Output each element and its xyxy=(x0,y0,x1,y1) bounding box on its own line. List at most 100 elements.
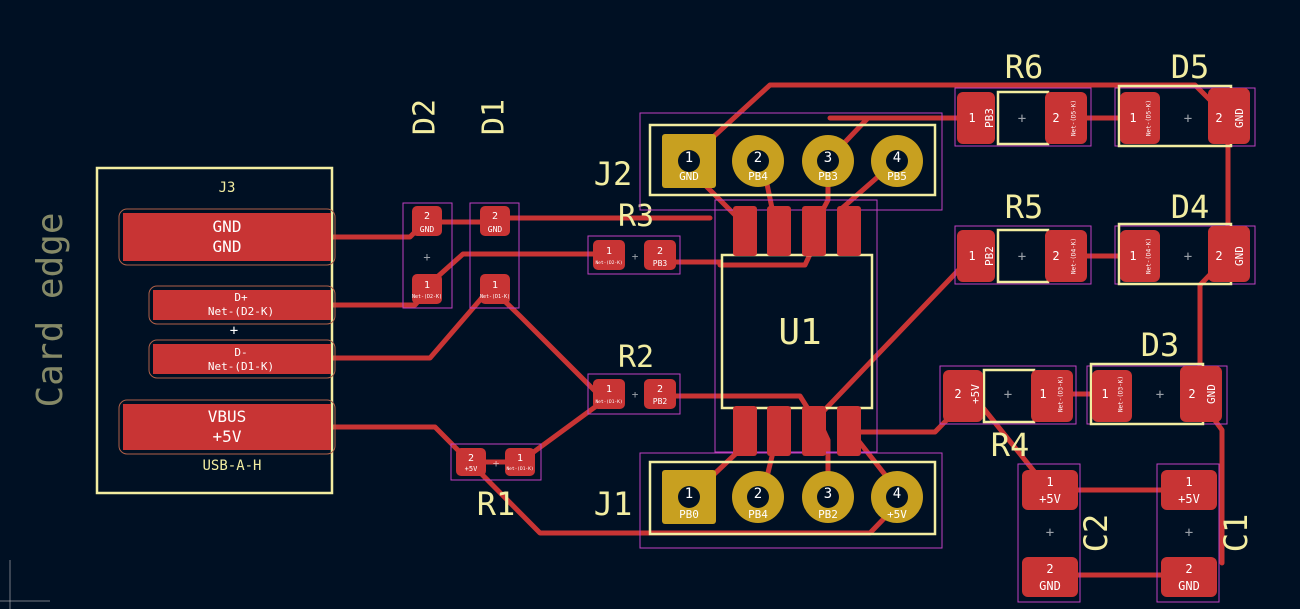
u1-ref: U1 xyxy=(778,312,821,353)
j3-ref: J3 xyxy=(219,180,236,196)
u1-pin-8[interactable] xyxy=(733,206,757,256)
r6-pad2-net: Net-(D5-K) xyxy=(1071,100,1078,136)
r4-marker: + xyxy=(1004,387,1012,403)
c2-ref: C2 xyxy=(1077,514,1115,553)
j2-pin-4[interactable]: 4 PB5 xyxy=(871,135,923,187)
d5-ref: D5 xyxy=(1171,48,1210,86)
c2-pad2-num: 2 xyxy=(1046,562,1053,576)
u1-pin-3[interactable] xyxy=(802,406,826,456)
c1-pad2-net: GND xyxy=(1178,579,1200,593)
header-j1[interactable]: J1 1 PB0 2 PB4 3 PB2 4 +5V xyxy=(594,452,943,549)
j1-pin2-num: 2 xyxy=(754,486,762,502)
j1-pin-1[interactable]: 1 PB0 xyxy=(662,470,716,524)
c1-pad2-num: 2 xyxy=(1185,562,1192,576)
j3-value: USB-A-H xyxy=(202,458,261,474)
j3-pad-vbus-line1: VBUS xyxy=(208,407,247,426)
c1-ref: C1 xyxy=(1217,514,1255,553)
u1-pin-2[interactable] xyxy=(767,406,791,456)
j1-pin-2[interactable]: 2 PB4 xyxy=(732,471,784,523)
r6-pad2-num: 2 xyxy=(1052,111,1059,125)
resistor-r5[interactable]: R5 1 PB2 + 2 Net-(D4-K) xyxy=(954,188,1092,285)
r3-ref: R3 xyxy=(618,199,654,234)
d4-ref: D4 xyxy=(1171,188,1210,226)
j2-pin3-net: PB3 xyxy=(818,170,838,183)
j1-pin-4[interactable]: 4 +5V xyxy=(871,471,923,523)
diode-d4[interactable]: D4 1 Net-(D4-K) + 2 GND xyxy=(1114,188,1256,286)
diode-d5[interactable]: D5 1 Net-(D5-K) + 2 GND xyxy=(1114,48,1256,148)
d4-marker: + xyxy=(1184,249,1192,265)
capacitor-c2[interactable]: C2 1 +5V + 2 GND xyxy=(1017,463,1115,603)
d1-pad1-num: 1 xyxy=(492,280,498,291)
r5-ref: R5 xyxy=(1005,188,1044,226)
d4-pad2-net: GND xyxy=(1233,246,1246,266)
d5-pad1-num: 1 xyxy=(1129,111,1136,125)
r6-pad1-net: PB3 xyxy=(983,108,996,128)
d2-ref: D2 xyxy=(408,99,443,135)
origin-crosshair-icon xyxy=(0,560,50,609)
j3-pad-dminus-line2: Net-(D1-K) xyxy=(208,360,274,373)
j2-pin-3[interactable]: 3 PB3 xyxy=(802,135,854,187)
d5-pad2-net: GND xyxy=(1233,108,1246,128)
ic-u1[interactable]: U1 xyxy=(714,199,878,456)
j3-center-marker: + xyxy=(230,323,238,339)
c2-pad2-net: GND xyxy=(1039,579,1061,593)
r1-pad1-num: 1 xyxy=(517,453,523,464)
resistor-r6[interactable]: R6 1 PB3 + 2 Net-(D5-K) xyxy=(954,48,1092,147)
resistor-r4[interactable]: R4 2 +5V + 1 Net-(D3-K) xyxy=(939,365,1077,464)
r2-pad1-net: Net-(D1-K) xyxy=(595,399,622,405)
r4-ref: R4 xyxy=(991,426,1030,464)
u1-pin-1[interactable] xyxy=(733,406,757,456)
d5-pad2-num: 2 xyxy=(1215,111,1222,125)
r5-pad1-net: PB2 xyxy=(983,246,996,266)
d2-pad1-net: Net-(D2-K) xyxy=(412,294,442,300)
d1-pad2-net: GND xyxy=(488,225,503,234)
j2-pin1-net: GND xyxy=(679,170,699,183)
d3-ref: D3 xyxy=(1141,326,1180,364)
j3-pad-dplus-line1: D+ xyxy=(234,291,248,304)
header-j2[interactable]: J2 1 GND 2 PB4 3 PB3 4 PB5 xyxy=(594,112,943,211)
r5-pad1-num: 1 xyxy=(968,249,975,263)
diode-d1[interactable]: D1 2 GND 1 Net-(D1-K) xyxy=(469,99,520,309)
r2-pad2-net: PB2 xyxy=(653,397,668,406)
u1-pin-4[interactable] xyxy=(837,406,861,456)
diode-d3[interactable]: D3 1 Net-(D3-K) + 2 GND xyxy=(1086,326,1228,426)
d4-pad2-num: 2 xyxy=(1215,249,1222,263)
j2-pin-2[interactable]: 2 PB4 xyxy=(732,135,784,187)
j3-pad-gnd[interactable]: GND GND xyxy=(118,208,336,266)
r4-pad2-net: +5V xyxy=(969,384,982,404)
capacitor-c1[interactable]: C1 1 +5V + 2 GND xyxy=(1156,463,1255,603)
j1-pin3-num: 3 xyxy=(824,486,832,502)
r5-pad2-net: Net-(D4-K) xyxy=(1071,238,1078,274)
j3-pad-dminus[interactable]: D- Net-(D1-K) xyxy=(148,339,336,379)
diode-d2[interactable]: D2 2 GND + 1 Net-(D2-K) xyxy=(402,99,453,309)
d3-marker: + xyxy=(1156,387,1164,403)
u1-pin-5[interactable] xyxy=(837,206,861,256)
r4-pad1-net: Net-(D3-K) xyxy=(1058,376,1065,412)
j3-pad-vbus-line2: +5V xyxy=(213,427,242,446)
resistor-r1[interactable]: R1 2 +5V + 1 Net-(D1-K) xyxy=(450,443,542,523)
j1-pin-3[interactable]: 3 PB2 xyxy=(802,471,854,523)
c1-pad1-net: +5V xyxy=(1178,492,1200,506)
j3-pad-dplus[interactable]: D+ Net-(D2-K) xyxy=(148,285,336,325)
card-edge-label: Card edge xyxy=(30,212,71,407)
j1-pin4-num: 4 xyxy=(893,486,901,502)
d3-pad1-num: 1 xyxy=(1101,387,1108,401)
j2-pin-1[interactable]: 1 GND xyxy=(662,134,716,188)
r2-ref: R2 xyxy=(618,340,654,375)
d2-pad1-num: 1 xyxy=(424,280,430,291)
j1-pin2-net: PB4 xyxy=(748,508,768,521)
j1-ref: J1 xyxy=(594,485,633,523)
j3-pad-vbus[interactable]: VBUS +5V xyxy=(118,399,336,455)
connector-j3[interactable]: J3 USB-A-H GND GND D+ Net-(D2-K) + D- Ne… xyxy=(95,166,336,495)
j1-pin4-net: +5V xyxy=(887,508,907,521)
u1-pin-6[interactable] xyxy=(802,206,826,256)
j2-pin3-num: 3 xyxy=(824,150,832,166)
resistor-r2[interactable]: R2 1 Net-(D1-K) + 2 PB2 xyxy=(587,340,681,415)
d1-pad1-net: Net-(D1-K) xyxy=(480,294,510,300)
j1-pin1-net: PB0 xyxy=(679,508,699,521)
resistor-r3[interactable]: R3 1 Net-(D2-K) + 2 PB3 xyxy=(587,199,681,275)
u1-pin-7[interactable] xyxy=(767,206,791,256)
j2-pin2-num: 2 xyxy=(754,150,762,166)
d3-pad2-net: GND xyxy=(1205,384,1218,404)
